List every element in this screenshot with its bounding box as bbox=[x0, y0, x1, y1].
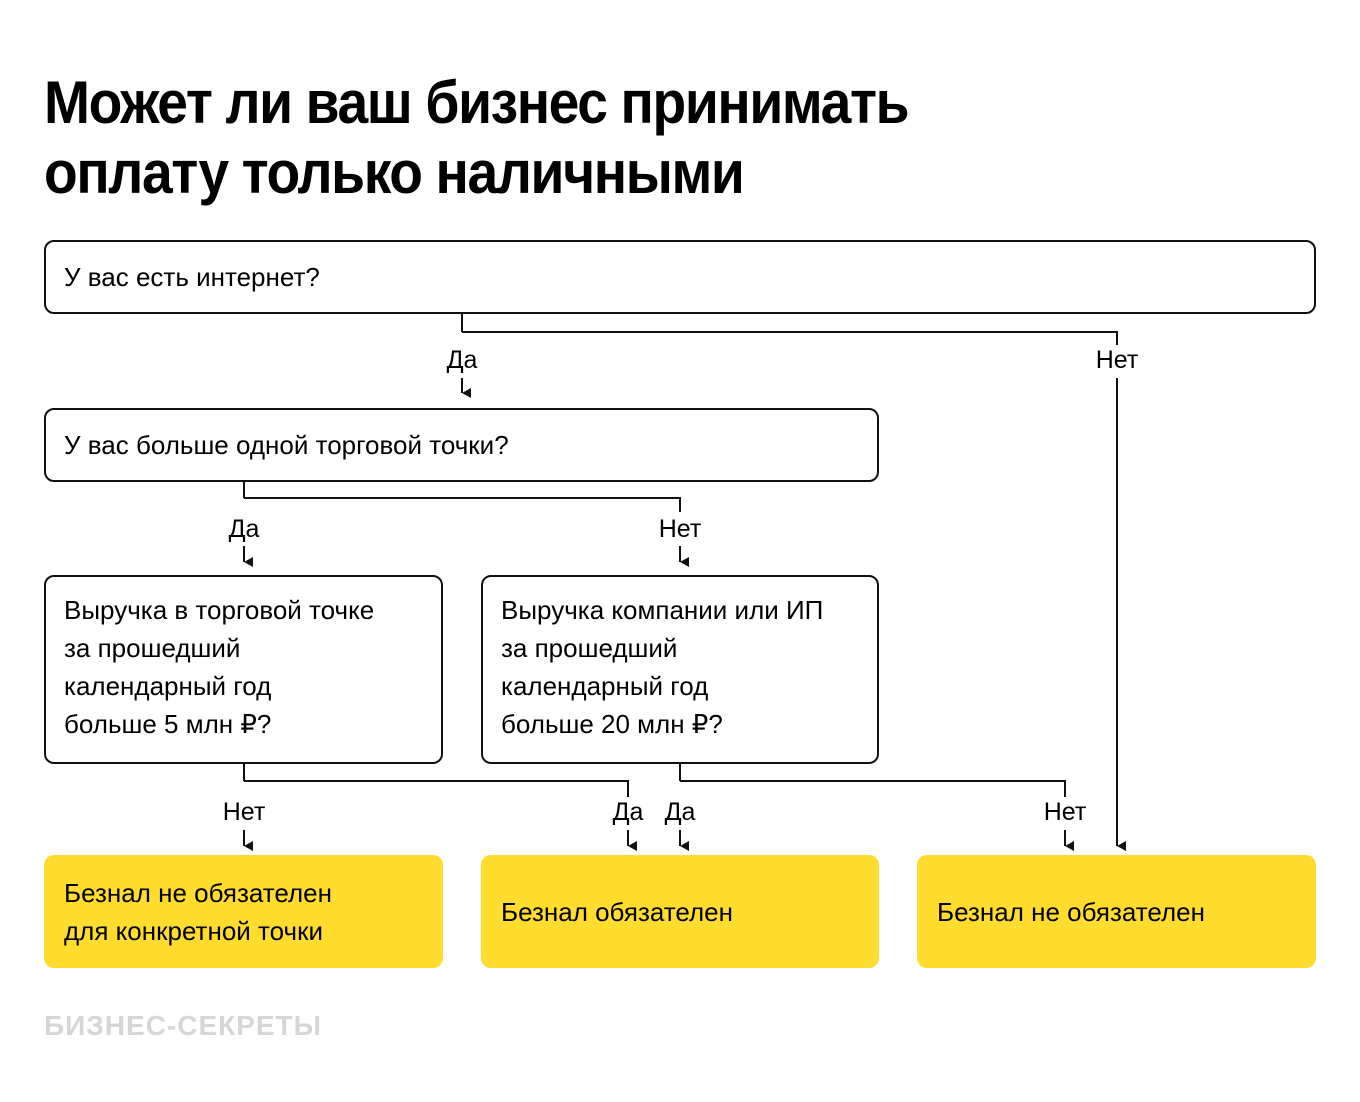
label-points-no: Нет bbox=[640, 514, 720, 544]
result-required-text: Безнал обязателен bbox=[501, 896, 733, 927]
question-line: за прошедший bbox=[501, 633, 678, 663]
label-internet-no: Нет bbox=[1077, 345, 1157, 375]
question-multiple-points-text: У вас больше одной торговой точки? bbox=[64, 430, 509, 460]
question-line: календарный год bbox=[64, 671, 272, 701]
result-required: Безнал обязателен bbox=[481, 855, 879, 968]
question-internet: У вас есть интернет? bbox=[44, 240, 1316, 314]
connector-company-revenue bbox=[679, 764, 1066, 797]
connector-internet bbox=[461, 314, 1118, 346]
result-not-required: Безнал не обязателен bbox=[917, 855, 1316, 968]
question-internet-text: У вас есть интернет? bbox=[64, 262, 320, 292]
question-line: календарный год bbox=[501, 671, 709, 701]
question-multiple-points: У вас больше одной торговой точки? bbox=[44, 408, 879, 482]
question-line: больше 5 млн ₽? bbox=[64, 709, 272, 739]
label-internet-yes: Да bbox=[422, 345, 502, 375]
question-company-revenue: Выручка компании или ИП за прошедший кал… bbox=[481, 575, 879, 764]
page-title: Может ли ваш бизнес принимать оплату тол… bbox=[44, 68, 910, 208]
question-line: Выручка в торговой точке bbox=[64, 595, 375, 625]
result-line: Безнал не обязателен bbox=[64, 877, 332, 908]
title-line-1: Может ли ваш бизнес принимать bbox=[44, 69, 910, 136]
question-line: Выручка компании или ИП bbox=[501, 595, 824, 625]
title-line-2: оплату только наличными bbox=[44, 139, 745, 206]
question-point-revenue: Выручка в торговой точке за прошедший ка… bbox=[44, 575, 443, 764]
label-points-yes: Да bbox=[204, 514, 284, 544]
result-not-required-text: Безнал не обязателен bbox=[937, 896, 1205, 927]
connector-point-revenue bbox=[243, 764, 629, 797]
question-line: больше 20 млн ₽? bbox=[501, 709, 723, 739]
label-company-rev-yes: Да bbox=[660, 797, 700, 827]
label-point-rev-yes: Да bbox=[608, 797, 648, 827]
question-line: за прошедший bbox=[64, 633, 241, 663]
brand-logo: БИЗНЕС-СЕКРЕТЫ bbox=[44, 1010, 323, 1041]
label-company-rev-no: Нет bbox=[1035, 797, 1095, 827]
connector-points bbox=[243, 482, 681, 512]
label-point-rev-no: Нет bbox=[204, 797, 284, 827]
result-line: для конкретной точки bbox=[64, 915, 323, 946]
result-not-required-point: Безнал не обязателен для конкретной точк… bbox=[44, 855, 443, 968]
